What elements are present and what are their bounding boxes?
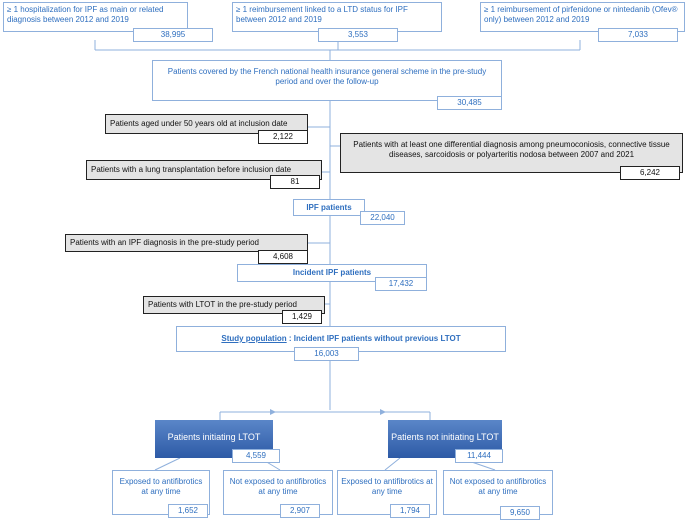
subgroup-not-initiating-not-exposed-count: 9,650 [500, 506, 540, 520]
covered-population: Patients covered by the French national … [152, 60, 502, 101]
source-antifibrotic-count: 7,033 [598, 28, 678, 42]
study-population-count: 16,003 [294, 347, 359, 361]
source-hospitalization-count: 38,995 [133, 28, 213, 42]
exclusion-age: Patients aged under 50 years old at incl… [105, 114, 308, 134]
exclusion-age-count: 2,122 [258, 130, 308, 144]
subgroup-initiating-not-exposed-count: 2,907 [280, 504, 320, 518]
group-not-initiating-ltot-count: 11,444 [455, 449, 503, 463]
covered-count: 30,485 [437, 96, 502, 110]
exclusion-prestudy-ltot-count: 1,429 [282, 310, 322, 324]
exclusion-prestudy-ipf: Patients with an IPF diagnosis in the pr… [65, 234, 308, 252]
incident-ipf-patients-count: 17,432 [375, 277, 427, 291]
exclusion-prestudy-ipf-count: 4,608 [258, 250, 308, 264]
source-ltd-count: 3,553 [318, 28, 398, 42]
subgroup-initiating-exposed-count: 1,652 [168, 504, 208, 518]
subgroup-not-initiating-exposed-count: 1,794 [390, 504, 430, 518]
source-antifibrotic: ≥ 1 reimbursement of pirfenidone or nint… [480, 2, 685, 32]
group-initiating-ltot-count: 4,559 [232, 449, 280, 463]
ipf-patients-count: 22,040 [360, 211, 405, 225]
exclusion-lung-transplant-count: 81 [270, 175, 320, 189]
study-population-label: Study population [221, 334, 287, 343]
source-hospitalization: ≥ 1 hospitalization for IPF as main or r… [3, 2, 188, 32]
exclusion-lung-transplant: Patients with a lung transplantation bef… [86, 160, 322, 180]
exclusion-prestudy-ltot: Patients with LTOT in the pre-study peri… [143, 296, 325, 314]
ipf-patients: IPF patients [293, 199, 365, 216]
exclusion-differential-count: 6,242 [620, 166, 680, 180]
subgroup-initiating-not-exposed: Not exposed to antifibrotics at any time [223, 470, 333, 515]
